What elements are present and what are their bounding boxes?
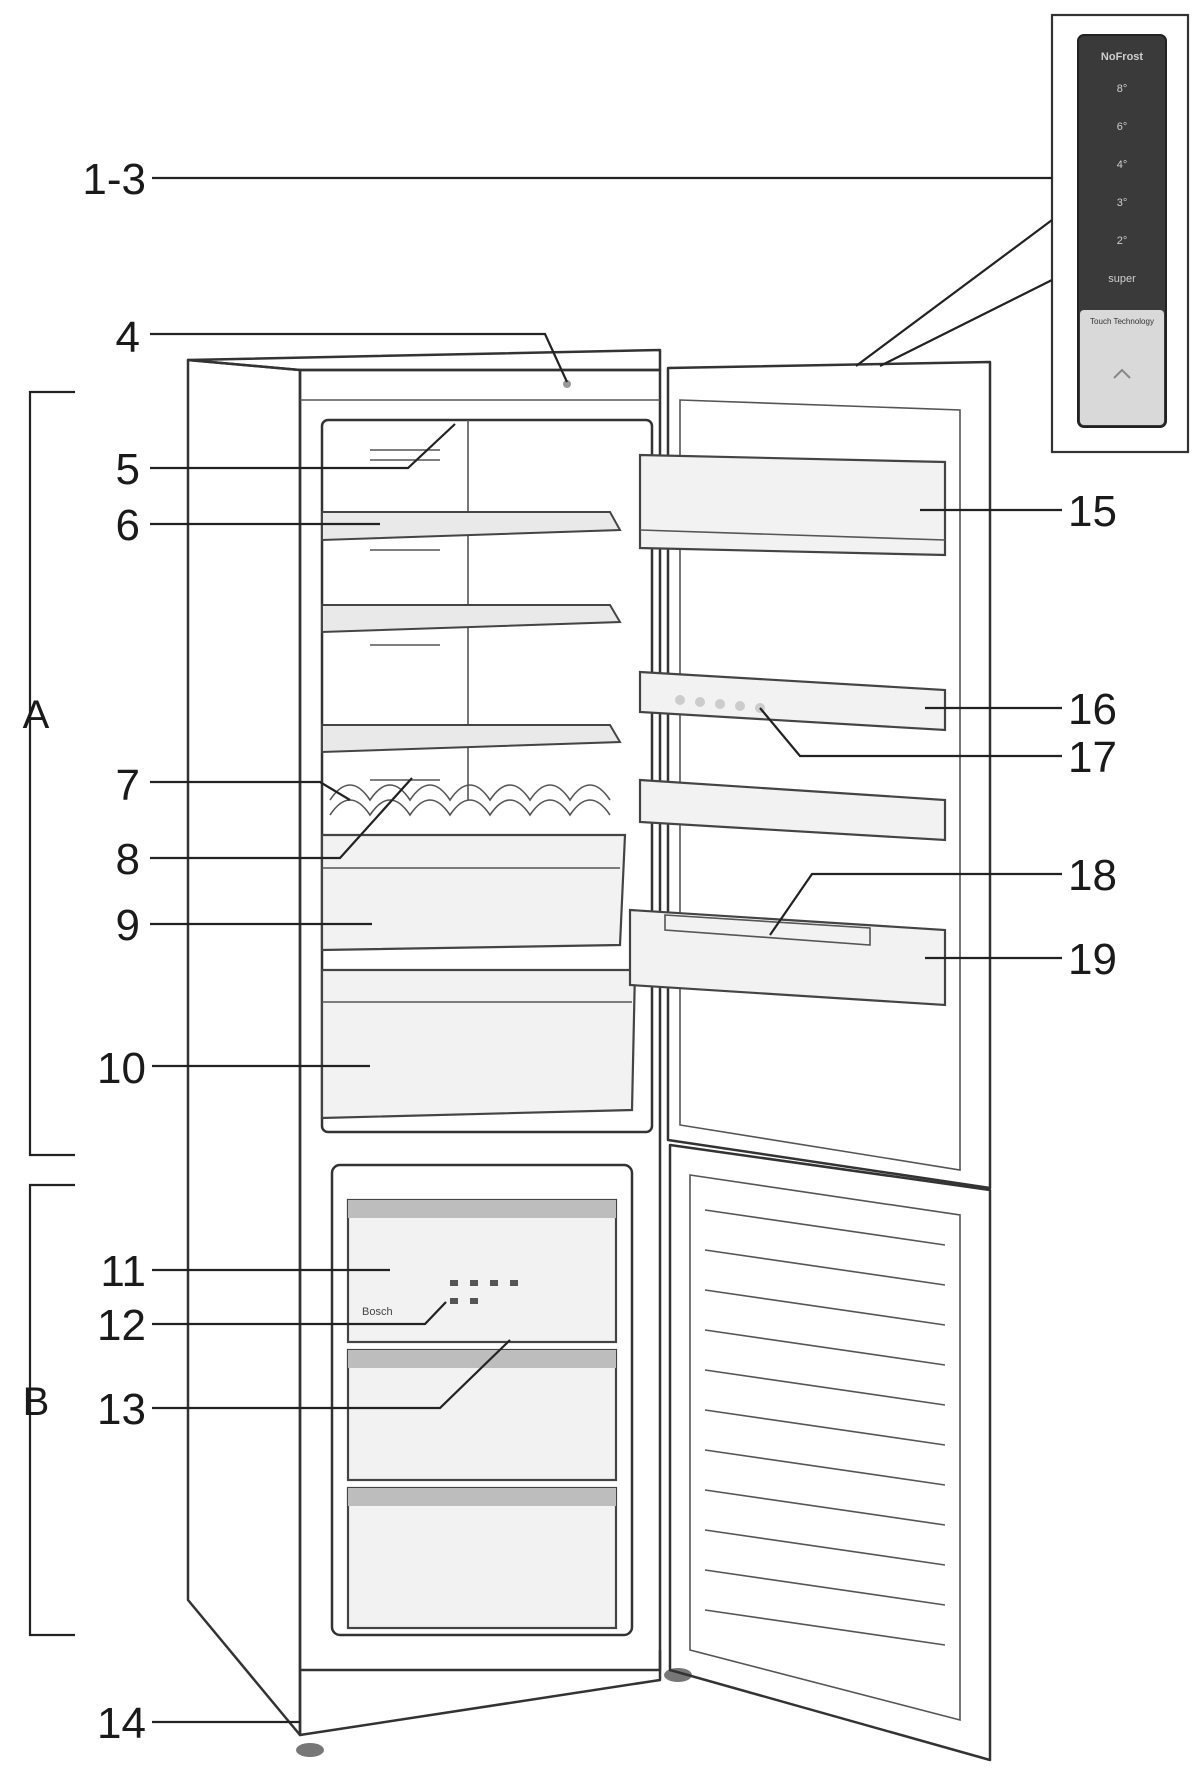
fridge-body xyxy=(186,348,692,1757)
svg-text:16: 16 xyxy=(1068,685,1117,734)
temp-8: 8° xyxy=(1117,83,1128,95)
callout-4: 4 xyxy=(116,313,568,383)
callout-14: 14 xyxy=(97,1699,300,1748)
svg-text:15: 15 xyxy=(1068,487,1117,536)
svg-text:18: 18 xyxy=(1068,851,1117,900)
callout-6: 6 xyxy=(116,501,380,550)
callout-7: 7 xyxy=(116,761,351,810)
temp-2: 2° xyxy=(1117,235,1128,247)
callout-10: 10 xyxy=(97,1044,370,1093)
svg-text:1-3: 1-3 xyxy=(82,155,146,204)
callout-12: 12 xyxy=(97,1301,447,1350)
section-bracket-b: B xyxy=(23,1183,75,1637)
panel-brand: NoFrost xyxy=(1101,51,1144,63)
fridge-door xyxy=(628,360,992,1190)
svg-text:19: 19 xyxy=(1068,935,1117,984)
freezer-drawers: Bosch xyxy=(346,1198,618,1630)
temp-6: 6° xyxy=(1117,121,1128,133)
section-bracket-a: A xyxy=(23,390,75,1157)
svg-text:4: 4 xyxy=(116,313,140,362)
svg-text:14: 14 xyxy=(97,1699,146,1748)
callout-5: 5 xyxy=(116,423,456,494)
callout-18: 18 xyxy=(769,851,1117,936)
svg-text:10: 10 xyxy=(97,1044,146,1093)
callout-1-3: 1-3 xyxy=(82,155,1052,204)
freezer-door-vents xyxy=(704,1209,946,1646)
temp-3: 3° xyxy=(1117,197,1128,209)
section-label-a: A xyxy=(23,693,50,737)
svg-text:9: 9 xyxy=(116,901,140,950)
callout-17: 17 xyxy=(759,707,1117,782)
crisper-drawers xyxy=(320,833,637,1120)
light xyxy=(563,380,571,388)
svg-text:7: 7 xyxy=(116,761,140,810)
touch-tech-label: Touch Technology xyxy=(1090,317,1154,326)
callout-8: 8 xyxy=(116,777,413,884)
svg-text:8: 8 xyxy=(116,835,140,884)
svg-text:6: 6 xyxy=(116,501,140,550)
shelves xyxy=(321,449,622,817)
freezer-door xyxy=(668,1143,992,1762)
chevron-up-icon xyxy=(1113,368,1131,379)
svg-text:13: 13 xyxy=(97,1385,146,1434)
callout-9: 9 xyxy=(116,901,372,950)
temp-4: 4° xyxy=(1117,159,1128,171)
svg-text:11: 11 xyxy=(100,1247,146,1296)
callout-13: 13 xyxy=(97,1339,511,1434)
svg-text:17: 17 xyxy=(1068,733,1117,782)
drawer-brand-label: Bosch xyxy=(362,1306,393,1318)
foot xyxy=(296,1743,324,1757)
svg-text:5: 5 xyxy=(116,445,140,494)
control-panel-inset: NoFrost 8° 6° 4° 3° 2° super Touch Techn… xyxy=(855,13,1190,454)
freezer-symbols xyxy=(450,1280,518,1304)
callout-16: 16 xyxy=(925,685,1117,734)
section-label-b: B xyxy=(23,1380,50,1424)
callout-15: 15 xyxy=(920,487,1117,536)
svg-text:12: 12 xyxy=(97,1301,146,1350)
callout-11: 11 xyxy=(100,1247,390,1296)
callout-19: 19 xyxy=(925,935,1117,984)
super-label: super xyxy=(1108,273,1136,285)
